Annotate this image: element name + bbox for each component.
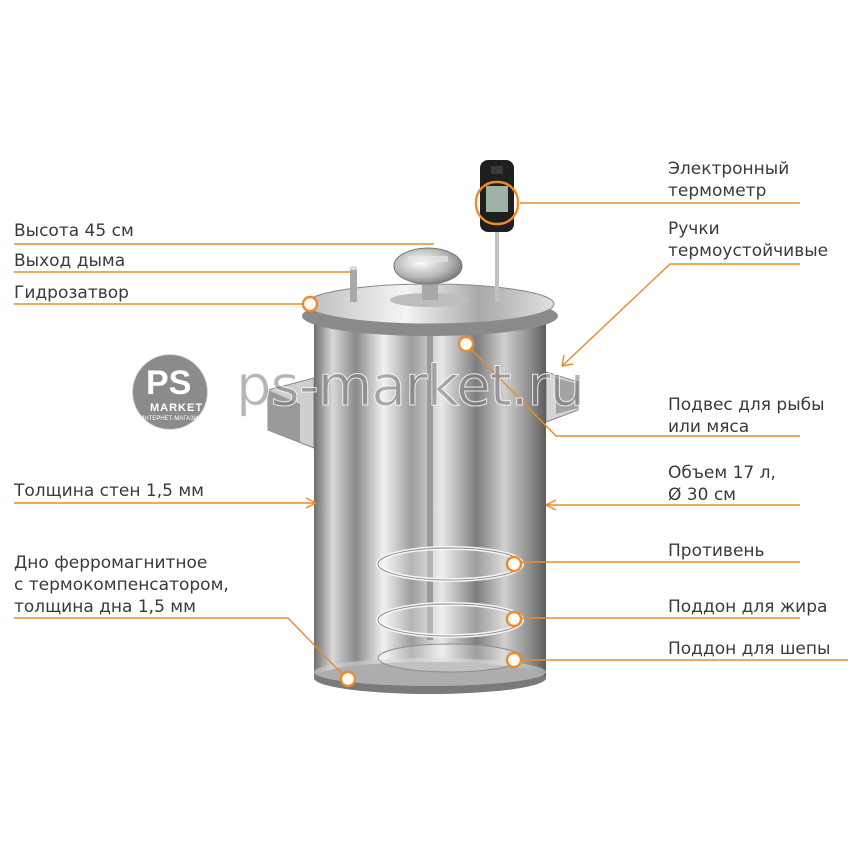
label-thermometer: Электронный термометр — [668, 159, 790, 201]
tray-stack — [376, 546, 524, 673]
thermometer — [480, 160, 514, 302]
marker-thermometer — [474, 180, 520, 226]
label-chips-pan: Поддон для шепы — [668, 639, 831, 659]
arrow-volume — [545, 499, 557, 511]
callout-lines — [14, 180, 848, 688]
marker-tray — [505, 555, 523, 573]
ps-market-logo — [131, 353, 209, 431]
right-handle — [545, 371, 579, 423]
watermark-site: ps-market.ru — [236, 354, 586, 420]
marker-hanger — [457, 335, 475, 353]
callout-handles — [561, 263, 800, 367]
label-wall-thickness: Толщина стен 1,5 мм — [14, 481, 204, 501]
label-smoke-outlet: Выход дыма — [14, 251, 126, 271]
label-tray: Противень — [668, 541, 765, 561]
lid-knob — [393, 247, 463, 285]
marker-bottom — [339, 670, 357, 688]
logo-market-text: MARKET — [150, 402, 204, 414]
label-fat-pan: Поддон для жира — [668, 597, 828, 617]
logo-ps-text: PS — [146, 364, 192, 402]
label-handles: Ручки термоустойчивые — [668, 219, 829, 261]
label-hanger: Подвес для рыбы или мяса — [668, 395, 825, 437]
lid — [302, 280, 558, 336]
left-handle — [267, 377, 315, 449]
label-bottom: Дно ферромагнитное с термокомпенсатором,… — [14, 553, 229, 617]
smoke-outlet-pipe — [349, 266, 358, 302]
marker-water-seal — [301, 295, 319, 313]
arrow-handles — [561, 354, 574, 367]
marker-chips-pan — [505, 651, 523, 669]
label-volume: Объем 17 л, Ø 30 см — [668, 463, 776, 505]
label-water-seal: Гидрозатвор — [14, 283, 129, 303]
label-height: Высота 45 см — [14, 221, 134, 241]
marker-fat-pan — [505, 610, 523, 628]
arrow-wall-thickness — [305, 497, 317, 509]
hanger-rod — [427, 310, 433, 640]
logo-tagline: ИНТЕРНЕТ-МАГАЗИН — [140, 416, 203, 422]
callout-hanger — [467, 345, 800, 437]
callout-bottom — [14, 617, 347, 679]
